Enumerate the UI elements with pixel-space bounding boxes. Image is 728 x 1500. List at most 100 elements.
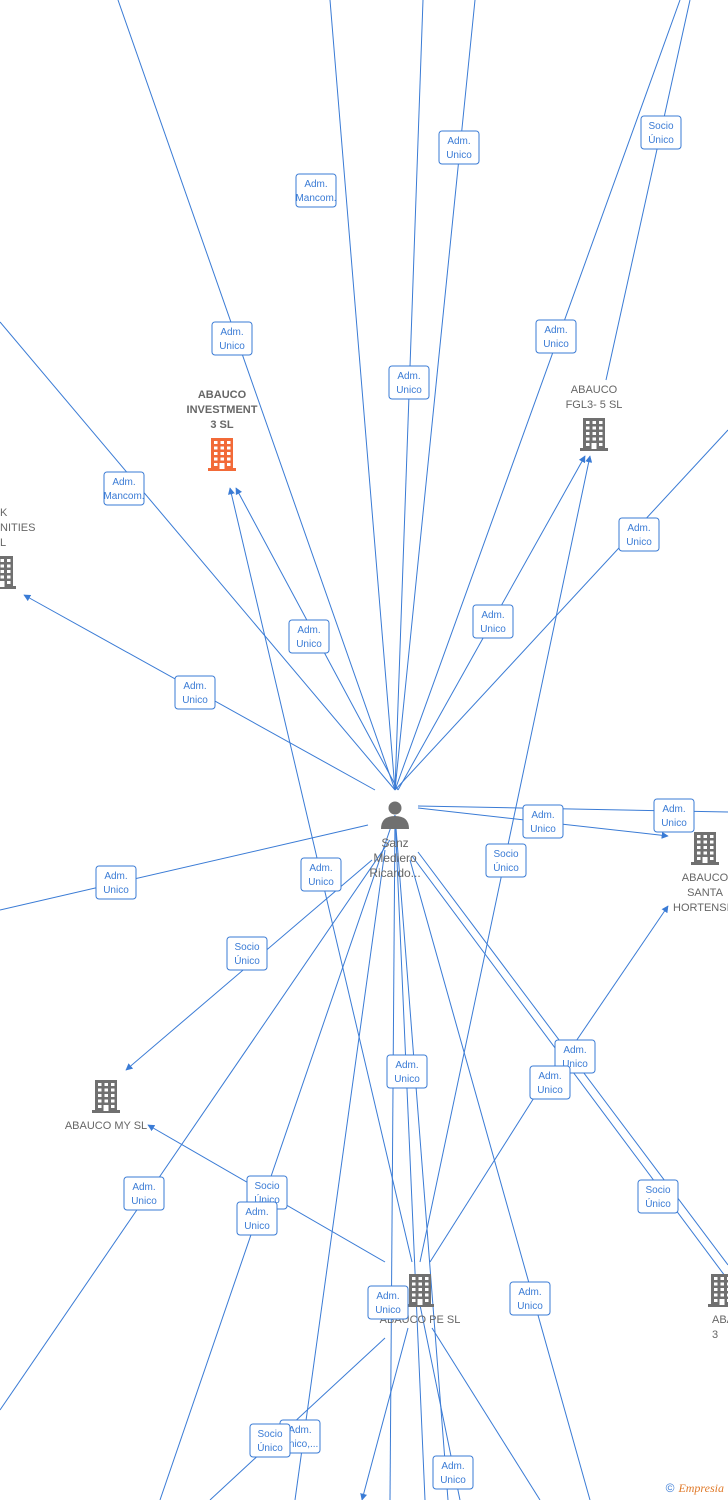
- edge-label[interactable]: Adm. Unico: [300, 857, 342, 892]
- company-name-line: 3 SL: [210, 419, 234, 431]
- edge-line: [389, 814, 396, 1500]
- footer-watermark: ©Empresia: [666, 1481, 724, 1496]
- edge-label-text: Unico: [480, 624, 506, 635]
- edge-label-text: Adm.: [662, 804, 685, 815]
- company-name-line: ABAUCO MY SL: [65, 1120, 147, 1132]
- edge-line: [0, 824, 369, 911]
- edge-label-text: Adm.: [112, 477, 135, 488]
- edge-label[interactable]: Adm.Unico: [472, 604, 514, 639]
- edge-label-text: Unico: [562, 1059, 588, 1070]
- company-name-line: HORTENSIA: [673, 902, 728, 914]
- edge-line: [394, 814, 426, 1500]
- edge-label[interactable]: Adm. Unico: [438, 130, 480, 165]
- company-node-abauco-my[interactable]: ABAUCO MY SL: [65, 1080, 147, 1132]
- company-node-abauco-santa-hortensia[interactable]: ABAUCOSANTAHORTENSIA: [673, 832, 728, 914]
- edge-label-text: Mancom.: [103, 491, 144, 502]
- edge-label-text: Unico: [440, 1475, 466, 1486]
- person-name-line: Sanz: [381, 836, 408, 850]
- building-icon: [406, 1274, 434, 1307]
- building-icon: [708, 1274, 728, 1307]
- edge-labels: Adm.Mancom.Adm.UnicoSocioÚnicoAdm.UnicoA…: [95, 115, 695, 1490]
- edge-line: [394, 814, 449, 1500]
- company-name-line: ABAUCO: [682, 872, 728, 884]
- edge-label[interactable]: Adm.Unico: [174, 675, 216, 710]
- company-node-abauco-fgl3-5[interactable]: ABAUCO FGL3- 5 SL: [566, 384, 623, 451]
- edge-line: [294, 849, 386, 1500]
- edge-label[interactable]: Adm.Unico: [535, 319, 577, 354]
- edge-label[interactable]: Adm.Unico: [653, 798, 695, 833]
- edge-label[interactable]: Adm. Unico: [367, 1285, 409, 1320]
- company-node-abauco-investment-3[interactable]: ABAUCO INVESTMENT 3 SL: [187, 389, 258, 471]
- edge-label[interactable]: Adm. Mancom.: [103, 471, 145, 506]
- company-node-right-cut[interactable]: ABA3: [708, 1274, 728, 1341]
- edge-label[interactable]: Adm.Unico: [211, 321, 253, 356]
- edge-label-text: Único: [493, 861, 519, 874]
- edge-label-text: Unico: [626, 537, 652, 548]
- edge-label-text: Adm.: [376, 1291, 399, 1302]
- edge-label-text: Unico: [131, 1196, 157, 1207]
- edge-label-text: Adm.: [447, 136, 470, 147]
- company-name-line: NITIES: [0, 522, 35, 534]
- company-name-line: FGL3- 5 SL: [566, 399, 623, 411]
- edge-label-text: Adm.: [183, 681, 206, 692]
- building-icon: [0, 556, 16, 589]
- edge-label-text: Único: [257, 1441, 283, 1454]
- edge-label[interactable]: Adm. Unico: [554, 1039, 596, 1074]
- edge-label-text: Unico: [446, 150, 472, 161]
- edge-label[interactable]: Adm.Unico: [95, 865, 137, 900]
- edge-label-text: Unico: [244, 1221, 270, 1232]
- edge-label[interactable]: Adm.Unico: [123, 1176, 165, 1211]
- edge-label[interactable]: Adm.Unico: [529, 1065, 571, 1100]
- edge-label-text: Unico: [308, 877, 334, 888]
- edge-label-text: Adm.: [531, 810, 554, 821]
- edge-label-text: Único: [648, 133, 674, 146]
- edge-label[interactable]: Adm.Unico: [388, 365, 430, 400]
- edge-line: [0, 839, 391, 1411]
- company-name-line: INVESTMENT: [187, 404, 258, 416]
- company-name-line: L: [0, 537, 6, 549]
- building-icon: [691, 832, 719, 865]
- edge-label-text: Socio: [648, 121, 673, 132]
- edge-label[interactable]: Adm.Unico: [288, 619, 330, 654]
- edge-label[interactable]: Adm.Mancom.: [295, 173, 337, 208]
- edge-line: [569, 905, 669, 1051]
- edge-label-text: Socio: [254, 1181, 279, 1192]
- edge-label-text: Adm.: [563, 1045, 586, 1056]
- edge-label[interactable]: Adm.Unico: [236, 1201, 278, 1236]
- edge-label-text: Adm.: [544, 325, 567, 336]
- person-node[interactable]: SanzMedieroRicardo...: [369, 801, 421, 881]
- person-icon: [381, 801, 409, 829]
- edge-label-text: Adm.: [441, 1461, 464, 1472]
- person-name-line: Mediero: [373, 851, 417, 865]
- company-name-line: ABAUCO: [571, 384, 618, 396]
- company-name-line: ABAUCO: [198, 389, 247, 401]
- edge-label-text: Adm.: [309, 863, 332, 874]
- company-name-line: 3: [712, 1329, 718, 1341]
- edge-label[interactable]: Adm. Unico: [522, 804, 564, 839]
- edge-label-text: Adm.: [297, 625, 320, 636]
- edge-line: [394, 0, 681, 791]
- edge-label-text: Unico: [375, 1305, 401, 1316]
- edge-label[interactable]: Adm.Unico: [386, 1054, 428, 1089]
- edge-label-text: Adm.: [395, 1060, 418, 1071]
- edge-label[interactable]: Adm. Unico: [432, 1455, 474, 1490]
- building-icon: [580, 418, 608, 451]
- edge-label-text: Adm.: [627, 523, 650, 534]
- edge-label-text: Unico: [517, 1301, 543, 1312]
- edge-label[interactable]: Adm.Unico: [509, 1281, 551, 1316]
- edge-label-text: Mancom.: [295, 193, 336, 204]
- building-icon: [208, 438, 236, 471]
- edge-label-text: Socio: [257, 1429, 282, 1440]
- edge-label[interactable]: Adm. Unico: [618, 517, 660, 552]
- edge-label-text: Único: [234, 954, 260, 967]
- edge-label-text: Unico,...: [282, 1439, 319, 1450]
- edge-label-text: Unico: [530, 824, 556, 835]
